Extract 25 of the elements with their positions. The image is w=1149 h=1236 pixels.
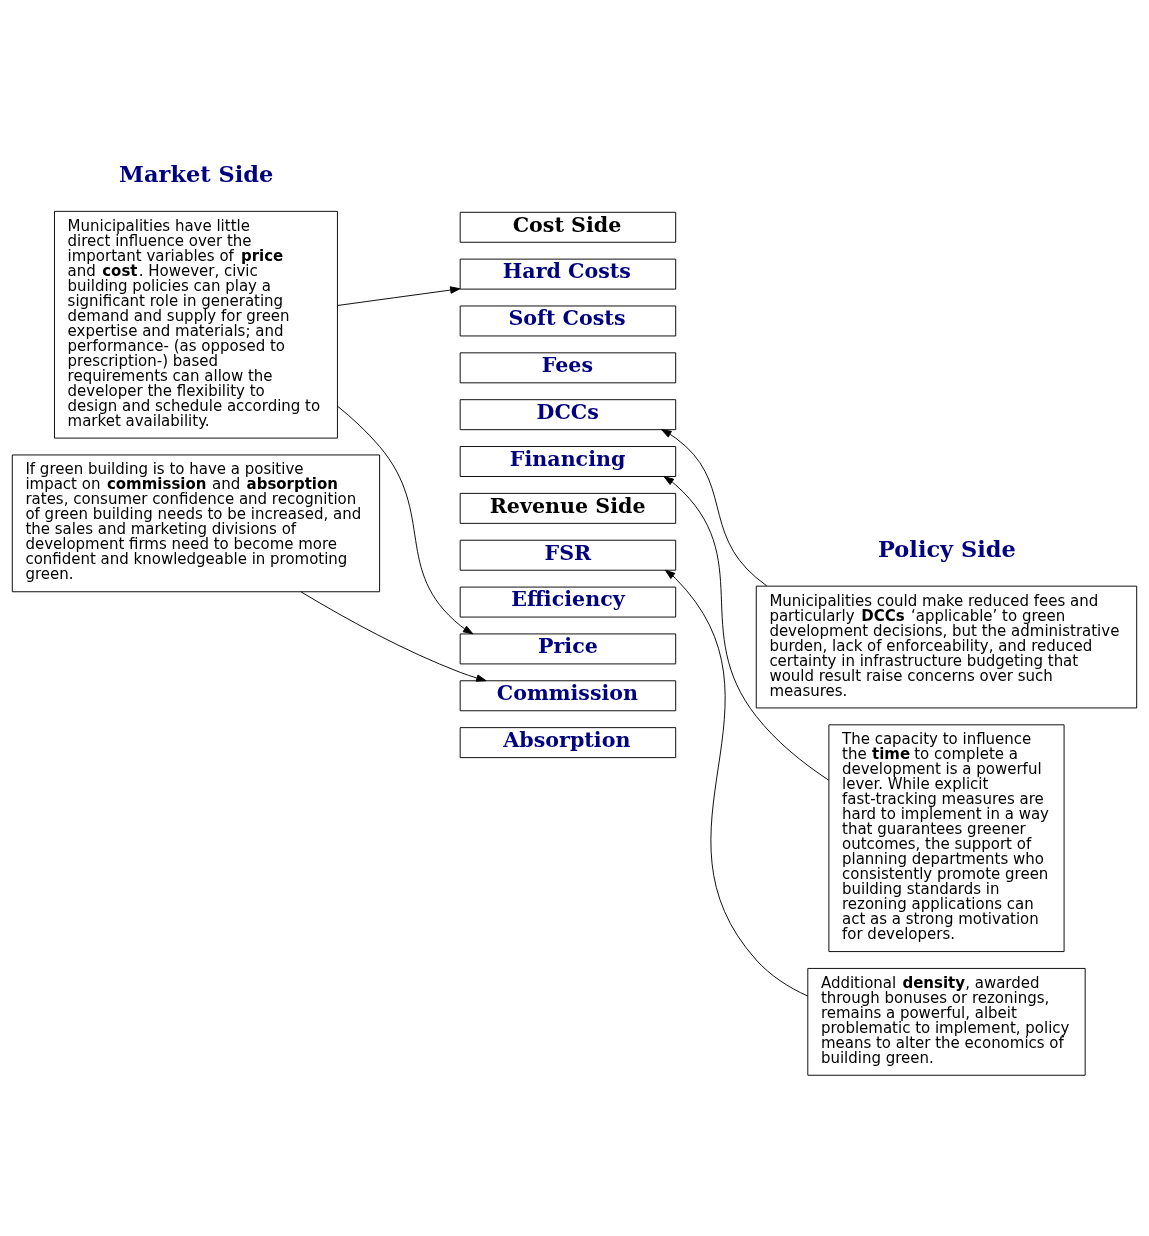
node-box: FSR <box>459 539 677 571</box>
node-box: Soft Costs <box>459 305 677 337</box>
node-box: If green building is to have a positive impact on commission and absorption rates, consumer confidence and recognition of green building needs to be increased, and the sales and marketing divisions of development firms need to become more confident and knowledgeable in promoting green. <box>11 454 381 593</box>
node-box: Cost Side <box>459 211 677 243</box>
node-box: Commission <box>459 680 677 712</box>
arrow <box>661 429 768 587</box>
node-box: Financing <box>459 446 677 477</box>
node-box: Municipalities have little direct influence over the important variables of price and cost. However, civic building policies can play a significant role in generating demand and supply for green expertise and materials; and performance- (as opposed to prescription-) based requirements can allow the developer the flexibility to design and schedule according to market availability. <box>54 210 338 439</box>
label: Market Side <box>119 161 274 188</box>
arrow <box>664 569 809 997</box>
arrow <box>337 405 474 635</box>
arrow <box>337 286 461 306</box>
node-box: Revenue Side <box>459 492 677 524</box>
node-box: Municipalities could make reduced fees and particularly DCCs ‘applicable’ to green development decisions, but the administrative burden, lack of enforceability, and reduced certainty in infrastructure budgeting that would result raise concerns over such measures. <box>755 585 1138 709</box>
label: Policy Side <box>878 536 1016 563</box>
node-box: Hard Costs <box>459 258 677 290</box>
node-box: Price <box>459 633 677 665</box>
arrow <box>300 591 487 682</box>
node-box: The capacity to influence the time to complete a development is a powerful lever. While explicit fast-tracking measures are hard to implement in a way that guarantees greener outcomes, the support of planning departments who consistently promote green building standards in rezoning applications can act as a strong motivation for developers. <box>828 724 1065 953</box>
node-box: Additional density, awarded through bonuses or rezonings, remains a powerful, albeit problematic to implement, policy means to alter the economics of building green. <box>807 967 1086 1076</box>
node-box: Absorption <box>459 727 677 759</box>
node-box: Fees <box>459 352 677 384</box>
node-box: DCCs <box>459 399 677 431</box>
arrow <box>663 476 830 781</box>
node-box: Efficiency <box>459 586 677 618</box>
